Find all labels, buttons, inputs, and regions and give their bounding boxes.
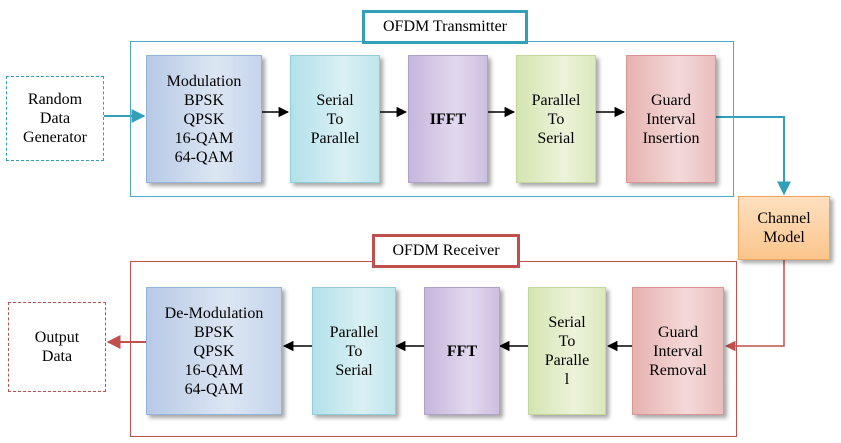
arrow-channel-to-receiver <box>724 260 785 352</box>
modulation-block: Modulation BPSK QPSK 16-QAM 64-QAM <box>146 55 262 183</box>
ifft-block: IFFT <box>408 55 488 183</box>
guard-interval-insertion-block: Guard Interval Insertion <box>626 55 716 183</box>
serial-to-parallel-rx-block: Serial To Paralle l <box>528 287 606 415</box>
guard-interval-removal-block: Guard Interval Removal <box>632 287 724 415</box>
parallel-to-serial-rx-block: Parallel To Serial <box>312 287 396 415</box>
receiver-title: OFDM Receiver <box>372 234 520 268</box>
transmitter-title: OFDM Transmitter <box>362 10 528 44</box>
random-data-generator: Random Data Generator <box>6 76 104 161</box>
fft-block: FFT <box>424 287 500 415</box>
arrow-transmitter-to-channel <box>716 116 791 196</box>
output-data: Output Data <box>8 302 106 392</box>
demodulation-block: De-Modulation BPSK QPSK 16-QAM 64-QAM <box>146 287 282 415</box>
serial-to-parallel-block: Serial To Parallel <box>290 55 380 183</box>
parallel-to-serial-block: Parallel To Serial <box>516 55 596 183</box>
channel-model-block: Channel Model <box>738 196 830 260</box>
